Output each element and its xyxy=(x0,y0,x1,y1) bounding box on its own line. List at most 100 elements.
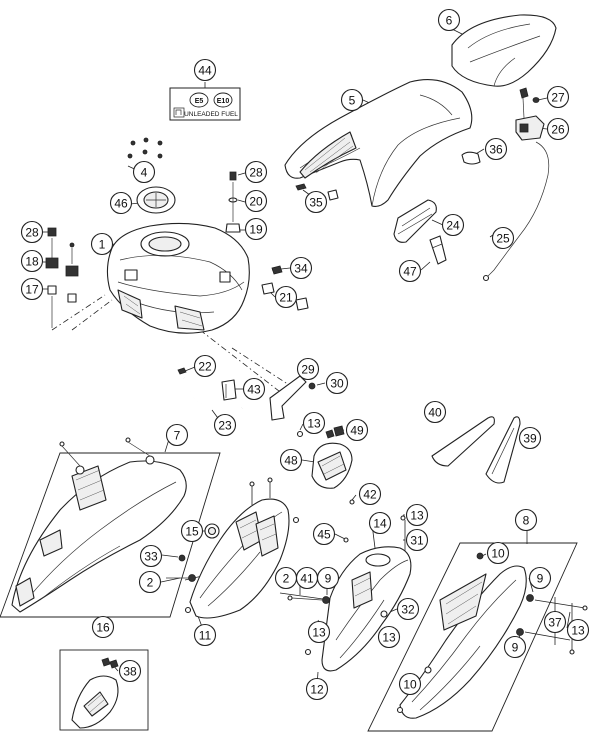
callout-label: 40 xyxy=(428,406,442,420)
decal-40 xyxy=(431,416,495,467)
callout-11: 11 xyxy=(193,623,217,647)
side-panel-rear xyxy=(396,552,588,719)
group-box-8 xyxy=(367,542,578,732)
callout-label: 1 xyxy=(99,238,106,252)
group-box-16 xyxy=(59,649,149,731)
fasteners-center xyxy=(287,595,330,604)
callout-label: 28 xyxy=(25,226,39,240)
callout-label: 46 xyxy=(114,197,128,211)
callout-14: 14 xyxy=(368,511,392,535)
callout-label: 2 xyxy=(283,572,290,586)
callout-10: 10 xyxy=(486,541,510,565)
callout-29: 29 xyxy=(296,357,320,381)
callout-17: 17 xyxy=(20,277,44,301)
callout-22: 22 xyxy=(193,354,217,378)
fuel-hose xyxy=(177,367,243,412)
callout-5: 5 xyxy=(340,88,364,112)
callout-47: 47 xyxy=(398,259,422,283)
callout-48: 48 xyxy=(279,448,303,472)
callout-28: 28 xyxy=(20,220,44,244)
callout-label: 48 xyxy=(284,454,298,468)
callout-label: 35 xyxy=(309,196,323,210)
callout-40: 40 xyxy=(423,400,447,424)
callout-27: 27 xyxy=(546,85,570,109)
callout-37: 37 xyxy=(543,610,567,634)
callout-label: 47 xyxy=(403,265,417,279)
callout-label: 11 xyxy=(199,629,212,643)
callout-42: 42 xyxy=(358,482,382,506)
callout-25: 25 xyxy=(491,226,515,250)
tank-mount-left xyxy=(45,227,79,328)
tool-bag xyxy=(393,199,437,243)
callout-label: 29 xyxy=(301,363,315,377)
callout-label: 6 xyxy=(446,14,453,28)
part-36-clip xyxy=(461,151,481,165)
callout-19: 19 xyxy=(244,217,268,241)
callout-46: 46 xyxy=(109,191,133,215)
callout-49: 49 xyxy=(345,418,369,442)
callout-label: 30 xyxy=(330,377,344,391)
callout-36: 36 xyxy=(484,137,508,161)
callout-4: 4 xyxy=(132,160,156,184)
callout-label: 20 xyxy=(249,195,263,209)
part-48-bracket xyxy=(296,425,353,489)
callout-28: 28 xyxy=(244,160,268,184)
callout-label: 4 xyxy=(141,166,148,180)
callout-21: 21 xyxy=(274,285,298,309)
callout-label: 14 xyxy=(373,517,387,531)
callout-label: 31 xyxy=(410,534,424,548)
callout-label: 5 xyxy=(349,94,356,108)
fuel-badge-e5: E5 xyxy=(195,98,204,105)
callout-10: 10 xyxy=(398,672,422,696)
callout-label: 27 xyxy=(551,91,565,105)
callout-35: 35 xyxy=(304,190,328,214)
callout-label: 13 xyxy=(571,624,585,638)
callout-label: 15 xyxy=(185,525,199,539)
fuel-label-text: UNLEADED FUEL xyxy=(184,111,238,118)
callout-8: 8 xyxy=(514,508,538,532)
side-panel-12 xyxy=(304,499,412,672)
part-47-strap xyxy=(429,235,447,265)
rider-seat xyxy=(284,79,473,207)
callout-1: 1 xyxy=(90,232,114,256)
callout-9: 9 xyxy=(503,635,527,659)
inner-panel-11 xyxy=(184,477,300,619)
callout-label: 9 xyxy=(325,572,332,586)
callout-label: 21 xyxy=(279,291,293,305)
callout-label: 42 xyxy=(363,488,377,502)
callout-label: 19 xyxy=(249,223,263,237)
callout-13: 13 xyxy=(307,620,331,644)
fuel-badge-e10: E10 xyxy=(217,98,230,105)
seat-release-cable xyxy=(482,141,550,282)
callout-33: 33 xyxy=(139,544,163,568)
callout-32: 32 xyxy=(396,597,420,621)
part-43-bracket xyxy=(221,379,237,401)
callout-label: 39 xyxy=(523,432,537,446)
callout-label: 34 xyxy=(294,262,308,276)
callout-label: 43 xyxy=(247,383,261,397)
fasteners-left xyxy=(166,554,196,582)
group-boxes xyxy=(0,452,578,732)
fuel-tank xyxy=(106,222,250,334)
callout-label: 25 xyxy=(496,232,510,246)
callout-34: 34 xyxy=(289,256,313,280)
callout-label: 2 xyxy=(147,576,154,590)
callout-label: 37 xyxy=(548,616,562,630)
group-box-7 xyxy=(0,452,221,618)
tank-mount-right xyxy=(225,171,241,233)
detail-16 xyxy=(71,657,119,729)
callout-45: 45 xyxy=(312,522,336,546)
callout-label: 13 xyxy=(382,631,396,645)
callout-18: 18 xyxy=(20,249,44,273)
callout-label: 13 xyxy=(312,626,326,640)
passenger-seat xyxy=(451,14,557,87)
callout-13: 13 xyxy=(302,411,326,435)
callout-label: 8 xyxy=(523,514,530,528)
callout-label: 23 xyxy=(218,419,232,433)
callout-label: 9 xyxy=(537,572,544,586)
callout-13: 13 xyxy=(405,503,429,527)
filler-cap xyxy=(136,186,176,214)
callout-label: 44 xyxy=(198,64,212,78)
callout-label: 36 xyxy=(489,143,503,157)
callout-label: 16 xyxy=(96,621,110,635)
